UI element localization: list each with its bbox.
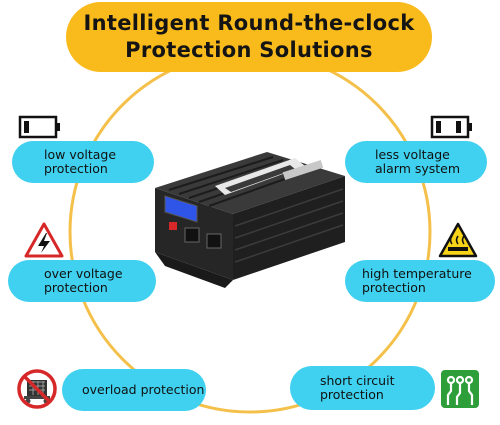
over-voltage-line-1: over voltage (44, 266, 123, 281)
overload-prohibited-icon (17, 369, 57, 409)
high-voltage-warning-icon (24, 222, 64, 258)
title-banner: Intelligent Round-the-clock Protection S… (66, 2, 432, 72)
feature-overload: overload protection (62, 369, 206, 411)
less-voltage-line-2: alarm system (375, 161, 461, 176)
power-inverter-image (155, 152, 345, 288)
low-voltage-line-1: low voltage (44, 147, 117, 162)
over-voltage-line-2: protection (44, 280, 108, 295)
circuit-board-icon (441, 370, 479, 408)
high-temperature-line-1: high temperature (362, 266, 472, 281)
feature-over-voltage: over voltage protection (8, 260, 156, 302)
high-temperature-warning-icon (438, 222, 478, 258)
short-circuit-line-1: short circuit (320, 373, 395, 388)
battery-low-icon (18, 115, 60, 139)
battery-alarm-icon (430, 115, 472, 139)
feature-low-voltage: low voltage protection (12, 141, 154, 183)
overload-line-1: overload protection (82, 382, 205, 397)
feature-less-voltage-alarm: less voltage alarm system (345, 141, 487, 183)
feature-high-temperature: high temperature protection (345, 260, 495, 302)
high-temperature-line-2: protection (362, 280, 426, 295)
title-line-1: Intelligent Round-the-clock (83, 11, 415, 35)
feature-short-circuit: short circuit protection (290, 366, 435, 410)
title-line-2: Protection Solutions (125, 38, 373, 62)
short-circuit-line-2: protection (320, 387, 384, 402)
low-voltage-line-2: protection (44, 161, 108, 176)
less-voltage-line-1: less voltage (375, 147, 450, 162)
